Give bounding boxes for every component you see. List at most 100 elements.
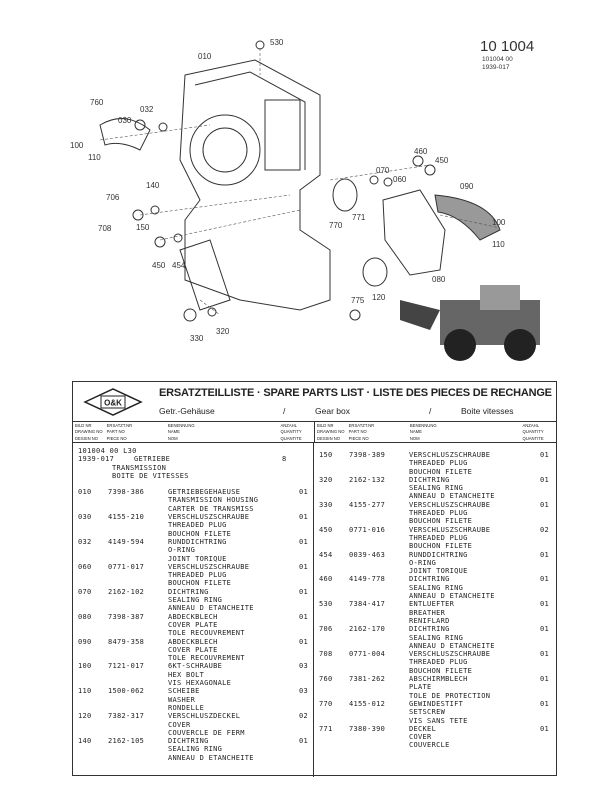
column-header-qty-line: ANZAHL: [280, 423, 297, 428]
quantity: 01: [539, 625, 549, 634]
column-header-name-line: NOM: [167, 435, 178, 441]
label-770: 770: [329, 221, 343, 230]
part-name-line: THREADED PLUG: [168, 571, 227, 580]
part-number: 7384-417: [349, 600, 386, 609]
part-name-line: COUVERCLE DE FERM: [168, 728, 245, 737]
part-number: 8479-358: [108, 637, 145, 646]
column-header-part-line: PIECE NO: [106, 435, 127, 441]
document-ref-line2: 1939-017: [482, 64, 510, 71]
part-name-line: VIS HEXAGONALE: [168, 679, 232, 688]
part-number: 2162-105: [108, 737, 145, 746]
column-header-drawing-line: DRAWING NO: [317, 429, 345, 435]
position-number: 454: [319, 550, 333, 559]
part-name-line: TRANSMISSION HOUSING: [168, 496, 259, 505]
quantity: 01: [298, 612, 308, 621]
label-100b: 100: [492, 218, 506, 227]
part-name-line: 6KT-SCHRAUBE: [168, 662, 223, 671]
part-number: 7398-387: [108, 612, 145, 621]
ok-logo: O&K: [83, 388, 143, 416]
part-name-line: SCHEIBE: [168, 687, 200, 696]
part-name-line: JOINT TORIQUE: [168, 554, 227, 563]
quantity: 01: [539, 675, 549, 684]
assembly-name-en: TRANSMISSION: [112, 463, 167, 472]
quantity: 03: [298, 687, 308, 696]
part-number: 7380-390: [349, 724, 386, 733]
part-name-line: O-RING: [168, 546, 196, 555]
label-060: 060: [393, 175, 407, 184]
part-name-line: VERSCHLUSZSCHRAUBE: [409, 525, 491, 534]
leader-lines: [99, 48, 501, 316]
part-name-line: COVER: [409, 733, 432, 742]
position-number: 120: [78, 712, 92, 721]
column-header-name-line: NAME: [167, 429, 180, 435]
assembly-name-fr: BOITE DE VITESSES: [112, 471, 189, 480]
label-760: 760: [90, 98, 104, 107]
part-number: 7381-262: [349, 675, 386, 684]
diagram-labels: 530 010 760 032 030 100 110 460 450 070 …: [70, 38, 506, 343]
label-120: 120: [372, 293, 386, 302]
part-name-line: COVER: [168, 720, 191, 729]
part-name-line: ANNEAU D ETANCHEITE: [409, 592, 495, 601]
label-530: 530: [270, 38, 284, 47]
column-header-qty-line: ANZAHL: [522, 423, 539, 428]
part-name-line: THREADED PLUG: [409, 459, 468, 468]
part-name-line: WASHER: [168, 695, 196, 704]
label-450b: 450: [152, 261, 166, 270]
part-name-line: BOUCHON FILETE: [409, 517, 473, 526]
quantity: 01: [298, 513, 308, 522]
subtitle-sep1: /: [283, 406, 286, 416]
part-name-line: SEALING RING: [409, 484, 464, 493]
subtitle-en: Gear box: [315, 406, 350, 416]
part-name-line: O-RING: [409, 558, 437, 567]
label-110: 110: [88, 153, 101, 162]
quantity: 02: [539, 525, 549, 534]
part-name-line: TOLE RECOUVREMENT: [168, 654, 245, 663]
part-name-line: DICHTRING: [409, 475, 450, 484]
label-775: 775: [351, 296, 365, 305]
part-number: 2162-102: [108, 587, 145, 596]
label-080: 080: [432, 275, 446, 284]
gearbox-housing-drawing: [99, 40, 501, 322]
part-name-line: COVER PLATE: [168, 645, 218, 654]
part-number: 7398-386: [108, 488, 145, 497]
position-number: 320: [319, 475, 333, 484]
position-number: 530: [319, 600, 333, 609]
position-number: 140: [78, 737, 92, 746]
part-name-line: RUNDDICHTRING: [168, 537, 227, 546]
part-name-line: JOINT TORIQUE: [409, 567, 468, 576]
subtitle-de: Getr.-Gehäuse: [159, 406, 215, 416]
column-header-drawing-line: BILD NR: [75, 423, 92, 428]
quantity: 02: [298, 712, 308, 721]
part-name-line: SEALING RING: [409, 633, 464, 642]
part-name-line: GETRIEBEGEHAEUSE: [168, 488, 241, 497]
part-number: 4155-210: [108, 513, 145, 522]
part-number: 0771-017: [108, 562, 145, 571]
table-title: ERSATZTEILLISTE · SPARE PARTS LIST · LIS…: [159, 387, 552, 399]
part-number: 4149-594: [108, 537, 145, 546]
part-number: 0771-016: [349, 525, 386, 534]
label-150: 150: [136, 223, 150, 232]
part-name-line: COVER PLATE: [168, 620, 218, 629]
part-name-line: CARTER DE TRANSMISS: [168, 504, 254, 513]
part-name-line: PLATE: [409, 683, 432, 692]
